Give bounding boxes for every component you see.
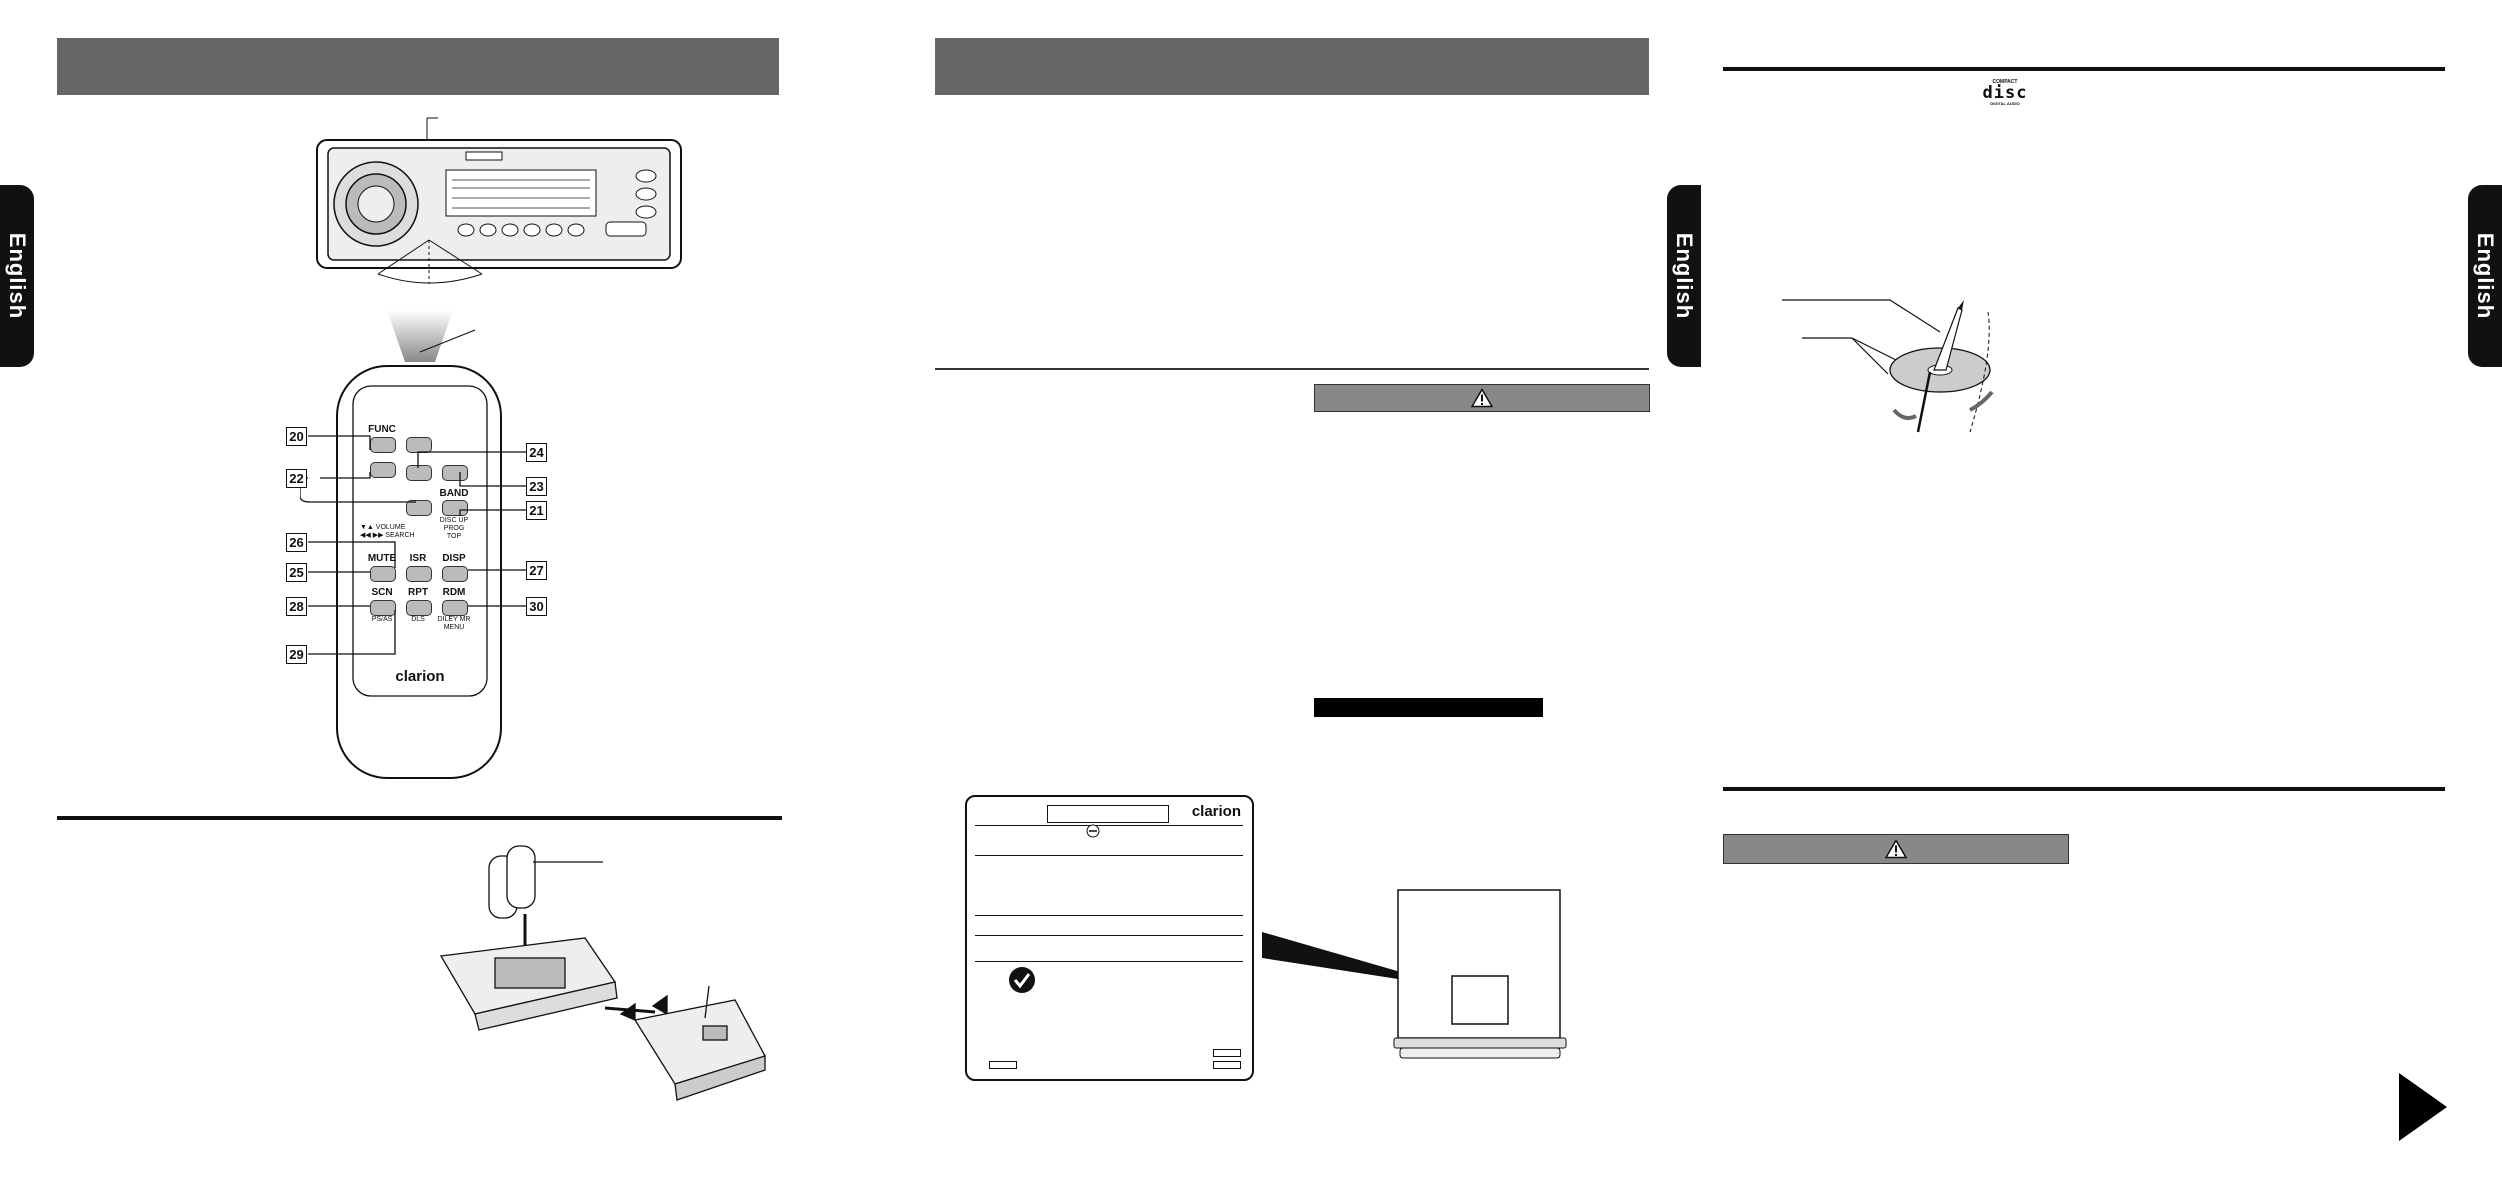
callout-23: 23	[526, 477, 547, 496]
warning-triangle-icon	[1885, 839, 1907, 859]
callout-27: 27	[526, 561, 547, 580]
language-tab-label: English	[1672, 232, 1697, 320]
isr-button	[406, 566, 432, 582]
language-tab-right: English	[2468, 185, 2502, 367]
language-tab-label: English	[2473, 232, 2498, 320]
scn-label: SCN	[371, 587, 393, 598]
section-header-bar-left	[57, 38, 779, 95]
rpt-sublabel: DLS	[411, 616, 425, 623]
label-model-box	[1047, 805, 1169, 823]
cd-logo-bottom: DIGITAL AUDIO	[1990, 101, 2020, 106]
volume-label: ▼▲ VOLUME	[360, 524, 406, 531]
callout-26: 26	[286, 533, 307, 552]
disp-button	[442, 566, 468, 582]
callout-leader-lines	[300, 435, 538, 655]
callout-24: 24	[526, 443, 547, 462]
disc-cleaning-illustration	[1782, 299, 1994, 433]
battery-install-illustration	[439, 845, 766, 1101]
label-divider-2	[975, 855, 1243, 856]
band-button	[442, 500, 468, 516]
section-rule-right-top	[1723, 67, 2445, 71]
rpt-label: RPT	[408, 587, 428, 598]
label-divider-4	[975, 935, 1243, 936]
disp-label: DISP	[442, 553, 466, 564]
cd-logo-main: disc	[1982, 83, 2028, 103]
label-divider-5	[975, 961, 1243, 962]
language-tab-label: English	[5, 232, 30, 320]
label-brand-logo: clarion	[1191, 803, 1241, 820]
rdm-sublabel: DILEY MR MENU	[437, 616, 471, 631]
section-header-bar-middle	[935, 38, 1649, 95]
product-label-card: clarion	[965, 795, 1254, 1081]
isr-label: ISR	[409, 553, 427, 564]
mute-button	[370, 566, 396, 582]
callout-30: 30	[526, 597, 547, 616]
callout-21: 21	[526, 501, 547, 520]
compact-disc-logo: COMPACT disc DIGITAL AUDIO	[1982, 80, 2028, 106]
head-unit-illustration	[316, 117, 682, 284]
cd-logo-top: COMPACT	[1992, 79, 2018, 85]
next-page-arrow-icon[interactable]	[2399, 1073, 2447, 1141]
play-pause-button	[406, 465, 432, 481]
search-label: ◀◀ ▶▶ SEARCH	[360, 532, 415, 539]
label-small-box-left	[989, 1061, 1017, 1069]
callout-20: 20	[286, 427, 307, 446]
warning-triangle-icon	[1471, 388, 1493, 408]
language-tab-middle: English	[1667, 185, 1701, 367]
label-small-box-right-2	[1213, 1061, 1241, 1069]
unit-label-location-illustration	[1262, 889, 1567, 1059]
label-small-box-right-1	[1213, 1049, 1241, 1057]
forward-button	[442, 465, 468, 481]
callout-25: 25	[286, 563, 307, 582]
approval-check-icon	[1009, 967, 1035, 993]
rpt-button	[406, 600, 432, 616]
down-button	[406, 500, 432, 516]
func-label: FUNC	[368, 424, 396, 435]
section-rule-middle	[935, 368, 1649, 370]
minus-circle-icon	[1086, 824, 1100, 838]
remote-brand-logo: clarion	[395, 668, 445, 685]
band-label: BAND	[439, 488, 469, 499]
section-rule-left	[57, 816, 782, 820]
language-tab-left: English	[0, 185, 34, 367]
caution-bar-middle	[1314, 384, 1650, 412]
section-rule-right-bottom	[1723, 787, 2445, 791]
rdm-button	[442, 600, 468, 616]
mute-label: MUTE	[367, 553, 397, 564]
rdm-label: RDM	[442, 587, 466, 598]
scn-sublabel: PS/AS	[371, 616, 393, 623]
callout-22: 22	[286, 469, 307, 488]
callout-28: 28	[286, 597, 307, 616]
scn-button	[370, 600, 396, 616]
rewind-button	[370, 462, 396, 478]
black-heading-bar	[1314, 698, 1543, 717]
caution-bar-right	[1723, 834, 2069, 864]
callout-29: 29	[286, 645, 307, 664]
label-divider-3	[975, 915, 1243, 916]
label-divider-1	[975, 825, 1243, 826]
band-sublabel: DISC UP PROG TOP	[439, 517, 469, 540]
